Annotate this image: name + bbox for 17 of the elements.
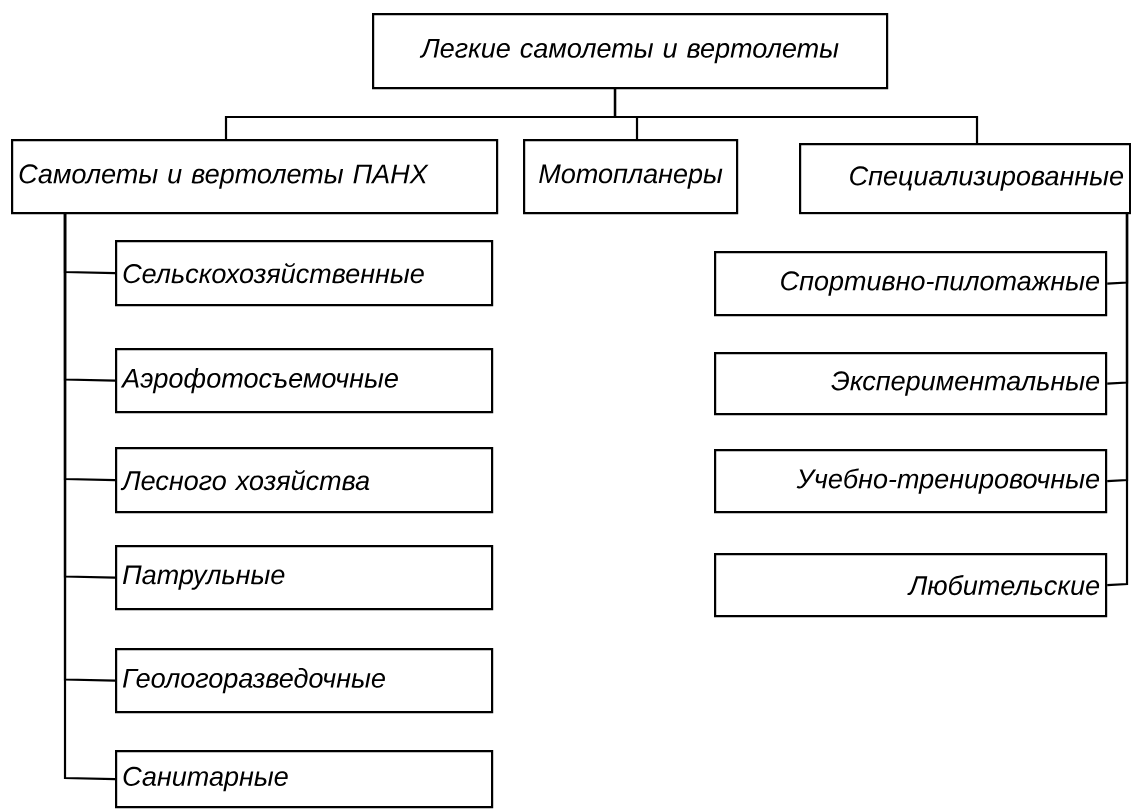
type-box: Любительские <box>714 553 1108 618</box>
type-box: Геологоразведочные <box>115 648 494 714</box>
type-box: Спортивно-пилотажные <box>714 251 1108 317</box>
connector <box>63 212 116 781</box>
type-box: Сельскохозяйственные <box>115 240 494 307</box>
type-box: Патрульные <box>115 545 494 611</box>
type-box: Экспериментальные <box>714 352 1108 416</box>
category-box: Специализированные <box>799 143 1131 215</box>
root-box: Легкие самолеты и вертолеты <box>372 13 889 90</box>
type-box: Учебно-тренировочные <box>714 449 1108 514</box>
type-box: Лесного хозяйства <box>115 447 494 514</box>
category-box: Самолеты и вертолеты ПАНХ <box>11 139 499 215</box>
type-box: Аэрофотосъемочные <box>115 348 494 414</box>
connector <box>1107 212 1129 587</box>
connector <box>613 87 979 143</box>
type-box: Санитарные <box>115 750 494 809</box>
category-box: Мотопланеры <box>523 139 739 215</box>
